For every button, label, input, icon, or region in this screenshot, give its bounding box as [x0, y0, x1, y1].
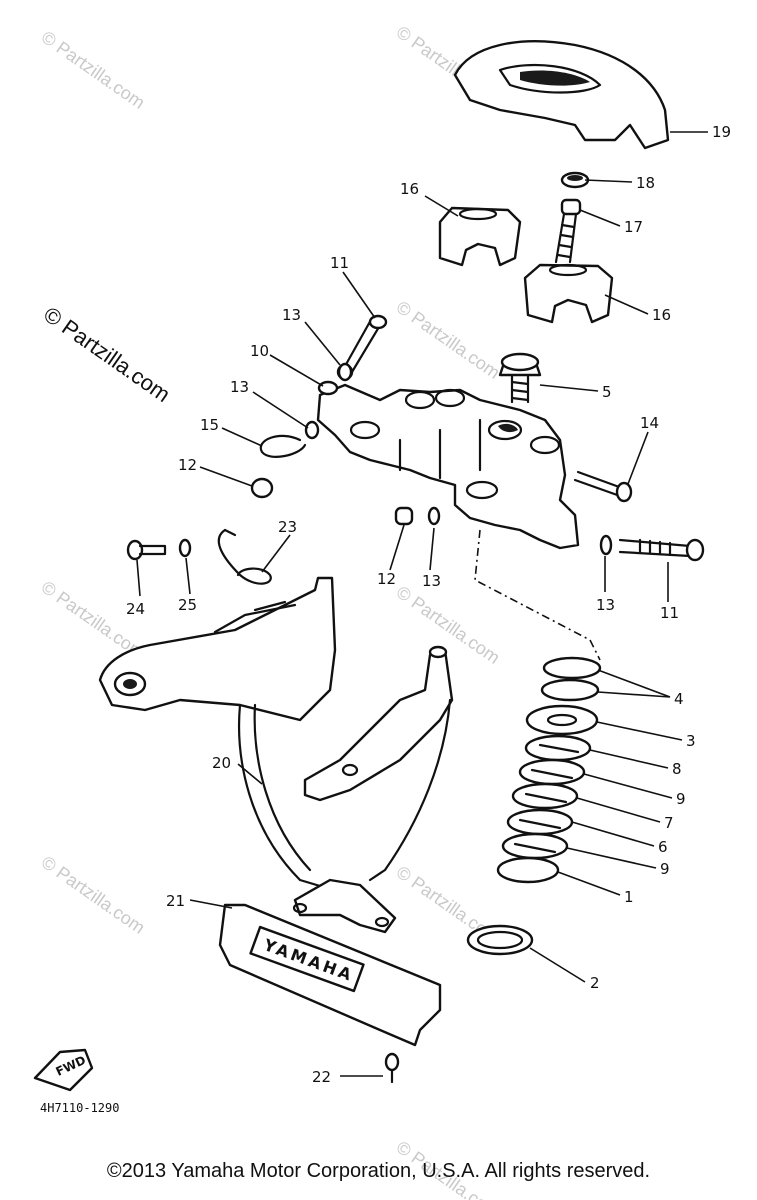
callout-25: 25	[178, 596, 197, 614]
part-14-bolt	[573, 470, 633, 503]
callout-8: 8	[672, 760, 682, 778]
part-22-screw	[384, 1052, 400, 1084]
callout-labels: 19 18 17 16 16 11 13 10 13 15 5 14 12 23…	[126, 123, 731, 1086]
callout-11: 11	[660, 604, 679, 622]
part-17-bolt	[554, 198, 582, 264]
part-2-seal	[466, 924, 534, 956]
callout-3: 3	[686, 732, 696, 750]
part-19-handlebar-cover	[453, 40, 670, 150]
watermark: © Partzilla.com	[393, 297, 504, 383]
part-24-bolt	[126, 539, 167, 561]
copyright-notice: ©2013 Yamaha Motor Corporation, U.S.A. A…	[106, 1160, 651, 1182]
part-15-clip	[259, 434, 307, 458]
leader-lines	[136, 131, 708, 1077]
callout-14: 14	[640, 414, 659, 432]
callout-9: 9	[660, 860, 670, 878]
watermark: © Partzilla.com	[393, 582, 504, 668]
callout-2: 2	[590, 974, 600, 992]
watermark: © Partzilla.com	[38, 27, 149, 113]
callout-16: 16	[400, 180, 419, 198]
part-13-washer-b	[304, 420, 320, 440]
callout-5: 5	[602, 383, 612, 401]
part-20-frame	[98, 576, 454, 934]
part-12-cap-center	[394, 506, 414, 526]
part-21-lower-cover: YAMAHA	[218, 903, 442, 1047]
callout-11: 11	[330, 254, 349, 272]
part-16-upper-holder-left	[438, 206, 522, 267]
callout-15: 15	[200, 416, 219, 434]
callout-4: 4	[674, 690, 684, 708]
callout-10: 10	[250, 342, 269, 360]
callout-7: 7	[664, 814, 674, 832]
callout-12: 12	[178, 456, 197, 474]
callout-13: 13	[230, 378, 249, 396]
callout-1: 1	[624, 888, 634, 906]
handle-crown	[316, 383, 580, 550]
callout-24: 24	[126, 600, 145, 618]
bearing-stack	[496, 656, 602, 884]
part-25-washer	[178, 538, 192, 558]
callout-22: 22	[312, 1068, 331, 1086]
callout-17: 17	[624, 218, 643, 236]
part-16-upper-holder-right	[523, 263, 614, 324]
callout-6: 6	[658, 838, 668, 856]
callout-13: 13	[596, 596, 615, 614]
callout-9: 9	[676, 790, 686, 808]
watermark: © Partzilla.com	[38, 852, 149, 938]
callout-19: 19	[712, 123, 731, 141]
part-13-washer-right	[599, 534, 613, 556]
callout-21: 21	[166, 892, 185, 910]
part-11-bolt-lower	[618, 538, 705, 562]
part-13-washer-center	[427, 506, 441, 526]
callout-12: 12	[377, 570, 396, 588]
callout-20: 20	[212, 754, 231, 772]
part-12-cap-left	[250, 477, 274, 499]
callout-16: 16	[652, 306, 671, 324]
callout-13: 13	[422, 572, 441, 590]
callout-18: 18	[636, 174, 655, 192]
part-10-pin	[317, 380, 339, 396]
part-13-washer-a	[337, 362, 353, 382]
fwd-arrow-badge: FWD	[33, 1048, 94, 1092]
part-23-clip	[217, 528, 272, 585]
callout-23: 23	[278, 518, 297, 536]
part-number-code: 4H7110-1290	[40, 1101, 119, 1115]
part-5-nut	[498, 352, 542, 404]
part-18-cap	[560, 171, 590, 189]
watermark-main: © Partzilla.com	[39, 302, 175, 408]
callout-13: 13	[282, 306, 301, 324]
